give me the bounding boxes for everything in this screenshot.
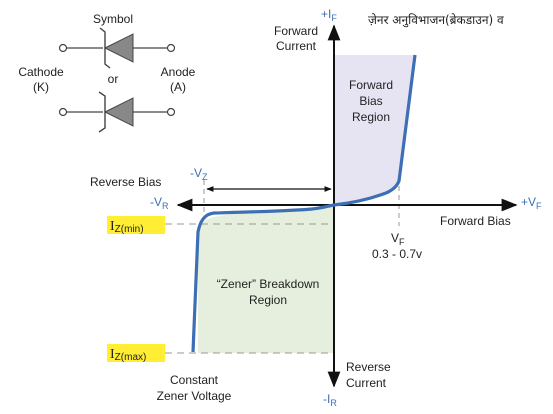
- iz-max-label: IZ(max): [110, 347, 146, 363]
- cathode-abbr: (K): [33, 80, 49, 94]
- minus-ir-label: -IR: [323, 392, 337, 408]
- symbol-title: Symbol: [93, 12, 133, 26]
- forward-bias-region-fill: [334, 55, 414, 206]
- symbol-or-label: or: [108, 72, 119, 86]
- page-caption: ज़ेनर अनुविभाजन(ब्रेकडाउन) व: [368, 13, 504, 28]
- reverse-current-label-1: Reverse: [346, 360, 391, 374]
- zener-region-label-1: “Zener” Breakdown: [217, 277, 320, 291]
- minus-vz-label: -VZ: [190, 166, 208, 182]
- constant-voltage-label-1: Constant: [170, 373, 219, 387]
- minus-vr-label: -VR: [150, 195, 169, 211]
- iz-min-highlight: [107, 216, 165, 234]
- forward-region-label-2: Bias: [359, 94, 382, 108]
- constant-voltage-label-2: Zener Voltage: [157, 389, 232, 403]
- reverse-current-label-2: Current: [346, 376, 387, 390]
- iv-characteristic-curve: [191, 54, 417, 353]
- iz-min-label: IZ(min): [110, 219, 144, 235]
- forward-current-label-1: Forward: [274, 24, 318, 38]
- forward-region-label-1: Forward: [349, 78, 393, 92]
- zener-breakdown-region-fill: [198, 206, 334, 353]
- vf-marker-label: VF: [391, 231, 405, 247]
- forward-bias-axis-label: Forward Bias: [440, 214, 511, 228]
- iz-max-highlight: [107, 344, 165, 362]
- zener-symbol-diagram: [58, 27, 176, 133]
- forward-current-label-2: Current: [276, 39, 317, 53]
- vf-range-label: 0.3 - 0.7v: [372, 247, 422, 261]
- anode-abbr: (A): [170, 80, 186, 94]
- forward-region-label-3: Region: [352, 110, 390, 124]
- zener-region-label-2: Region: [249, 293, 287, 307]
- reverse-bias-axis-label: Reverse Bias: [90, 175, 161, 189]
- plus-if-label: +IF: [321, 7, 337, 23]
- anode-label: Anode: [161, 65, 196, 79]
- cathode-label: Cathode: [18, 65, 64, 79]
- plus-vf-label: +VF: [521, 195, 542, 211]
